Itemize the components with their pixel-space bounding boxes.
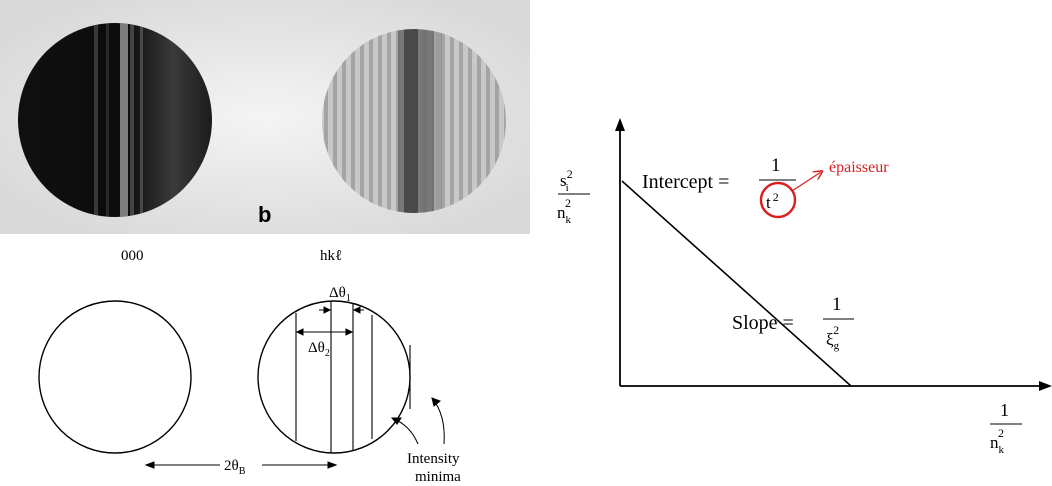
y-label-num: s [560, 171, 567, 190]
svg-text:Δθ1: Δθ1 [329, 285, 351, 304]
y-axis-label: si2 nk2 [557, 167, 590, 226]
x-axis-label: 1 nk 2 [990, 400, 1022, 456]
delta-theta-2-marker [295, 328, 354, 336]
label-000: 000 [121, 248, 144, 264]
intercept-num: 1 [771, 155, 781, 176]
fit-line [621, 180, 852, 387]
annotation-arrow [791, 172, 821, 192]
delta-theta-1-label: Δθ [329, 285, 346, 301]
y-axis-arrowhead [615, 118, 625, 131]
svg-text:nk2: nk 2 [557, 196, 572, 226]
diffracted-disk-outline [257, 300, 411, 454]
slope-den-sub: g [834, 340, 840, 352]
delta-theta-2-sub: 2 [325, 348, 330, 359]
intercept-den: t [766, 193, 771, 212]
bragg-angle-arrow [144, 461, 338, 469]
label-hkl: hkℓ [320, 248, 342, 264]
delta-theta-1-sub: 1 [346, 293, 351, 304]
x-label-den-sup: 2 [998, 426, 1004, 440]
svg-text:Δθ2: Δθ2 [308, 340, 330, 359]
slope-den: ξ [826, 330, 834, 349]
bragg-angle-label: 2θ [224, 458, 239, 474]
annotation-epaisseur: épaisseur [829, 159, 889, 176]
x-label-den-sub: k [999, 444, 1005, 456]
minima-label: minima [415, 469, 461, 485]
svg-text:ξg2: ξg 2 [826, 323, 840, 352]
y-label-num-sub: i [566, 182, 569, 194]
panel-label-b: b [258, 202, 271, 227]
tem-photograph: b [0, 0, 530, 234]
svg-text:si2: si2 [560, 167, 573, 194]
y-label-den: n [557, 203, 566, 222]
x-label-num: 1 [1000, 400, 1009, 420]
cbed-schematic: 000 hkℓ Δθ1 Δθ2 [38, 248, 461, 485]
svg-text:nk2: nk 2 [990, 426, 1005, 456]
slope-num: 1 [832, 294, 842, 315]
y-label-den-sup: 2 [565, 196, 571, 210]
x-axis-arrowhead [1039, 381, 1052, 391]
intercept-den-sup: 2 [773, 190, 779, 204]
svg-text:2θB: 2θB [224, 458, 246, 477]
intercept-highlight-circle [759, 181, 797, 219]
intercept-text: Intercept = [642, 171, 729, 193]
svg-text:t2: t2 [766, 190, 779, 212]
direct-disk-outline [38, 300, 192, 454]
intensity-label: Intensity [407, 451, 460, 467]
diffracted-beam-disk [322, 29, 506, 213]
slope-den-sup: 2 [833, 323, 839, 337]
y-label-den-sub: k [566, 214, 572, 226]
delta-theta-2-label: Δθ [308, 340, 325, 356]
direct-beam-disk [18, 23, 212, 217]
intensity-pointer-arrows [390, 397, 445, 445]
delta-theta-1-marker [319, 306, 364, 314]
slope-text: Slope = [732, 312, 794, 334]
x-label-den: n [990, 433, 999, 452]
bragg-angle-sub: B [239, 466, 246, 477]
intensity-minima-lines [295, 301, 411, 453]
y-label-num-sup: 2 [567, 167, 573, 181]
